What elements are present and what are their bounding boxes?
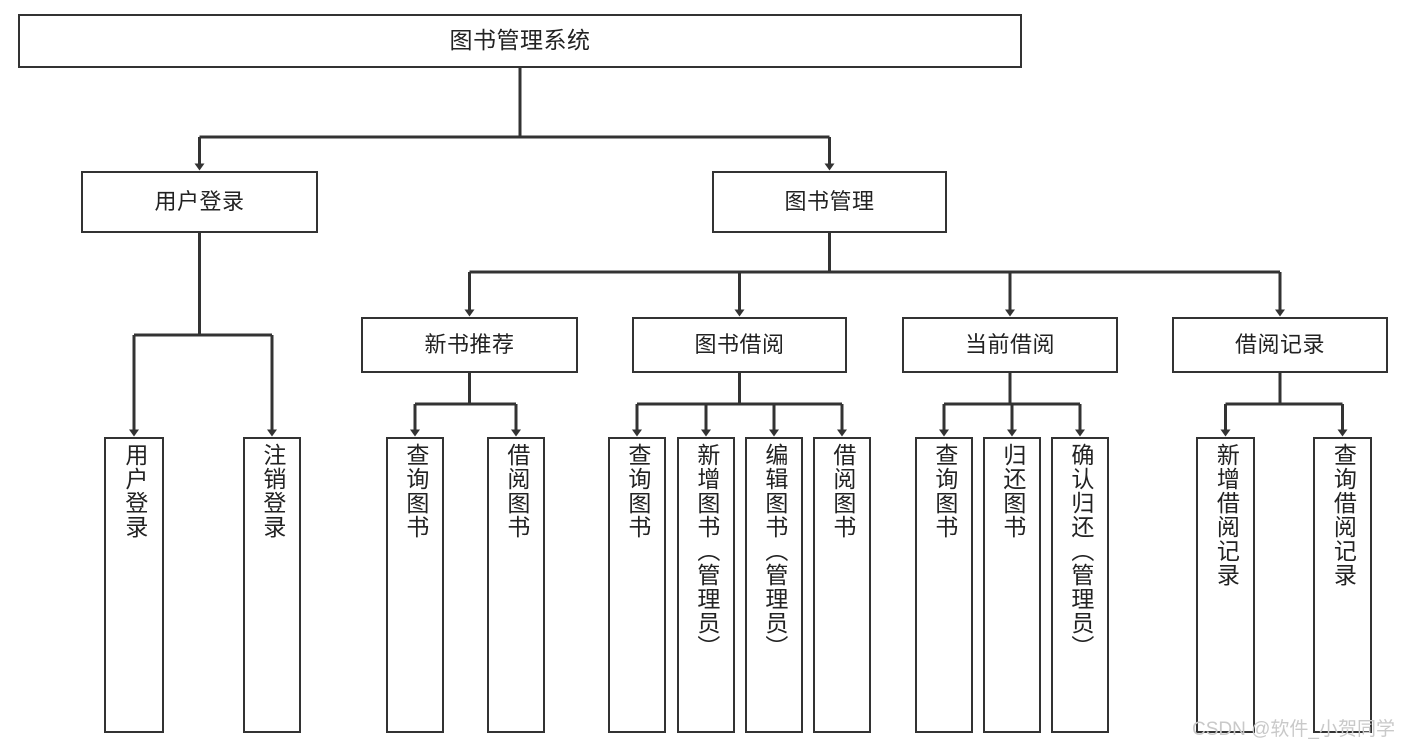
node-label: 确认归还（管理员）: [1067, 443, 1094, 659]
node-label: 借阅图书: [503, 443, 530, 539]
node-label: 查询图书: [402, 443, 429, 539]
node-label: 编辑图书（管理员）: [761, 443, 788, 659]
csdn-watermark: CSDN @软件_小贺同学: [1192, 719, 1395, 740]
node-leaf-query-record[interactable]: 查询借阅记录: [1313, 437, 1372, 733]
node-leaf-edit-book[interactable]: 编辑图书（管理员）: [745, 437, 803, 733]
node-leaf-borrow-book-bor[interactable]: 借阅图书: [813, 437, 871, 733]
node-book-borrow[interactable]: 图书借阅: [632, 317, 847, 373]
node-label: 归还图书: [999, 443, 1026, 539]
node-user-login[interactable]: 用户登录: [81, 171, 318, 233]
node-label: 注销登录: [259, 443, 286, 539]
node-leaf-add-record[interactable]: 新增借阅记录: [1196, 437, 1255, 733]
node-label: 借阅图书: [829, 443, 856, 539]
node-label: 查询借阅记录: [1330, 443, 1357, 587]
node-leaf-add-book[interactable]: 新增图书（管理员）: [677, 437, 735, 733]
node-label: 查询图书: [624, 443, 651, 539]
node-label: 用户登录: [121, 443, 148, 539]
node-leaf-confirm-return[interactable]: 确认归还（管理员）: [1051, 437, 1109, 733]
node-leaf-return-book[interactable]: 归还图书: [983, 437, 1041, 733]
node-book-manage[interactable]: 图书管理: [712, 171, 947, 233]
node-label: 新书推荐: [424, 331, 515, 357]
node-root[interactable]: 图书管理系统: [18, 14, 1022, 68]
node-label: 借阅记录: [1234, 331, 1325, 357]
node-borrow-record[interactable]: 借阅记录: [1172, 317, 1388, 373]
node-label: 用户登录: [154, 188, 245, 214]
node-label: 图书管理系统: [449, 27, 591, 54]
node-label: 图书管理: [784, 188, 875, 214]
node-leaf-query-book-cur[interactable]: 查询图书: [915, 437, 973, 733]
node-leaf-borrow-book-rec[interactable]: 借阅图书: [487, 437, 545, 733]
node-leaf-user-login[interactable]: 用户登录: [104, 437, 164, 733]
node-new-book-recommend[interactable]: 新书推荐: [361, 317, 578, 373]
node-current-borrow[interactable]: 当前借阅: [902, 317, 1118, 373]
node-label: 当前借阅: [964, 331, 1055, 357]
node-leaf-logout[interactable]: 注销登录: [243, 437, 301, 733]
node-label: 查询图书: [931, 443, 958, 539]
node-label: 新增借阅记录: [1213, 443, 1240, 587]
node-leaf-query-book-bor[interactable]: 查询图书: [608, 437, 666, 733]
node-leaf-query-book-rec[interactable]: 查询图书: [386, 437, 444, 733]
node-label: 新增图书（管理员）: [693, 443, 720, 659]
node-label: 图书借阅: [694, 331, 785, 357]
